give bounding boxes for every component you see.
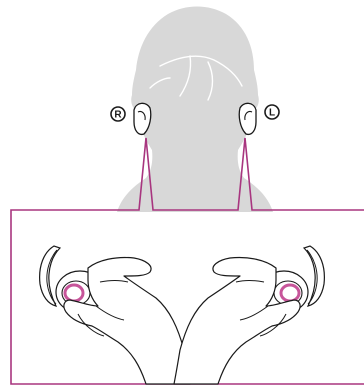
hand-inserting-earbud-left [174,246,324,384]
left-side-badge: L [265,105,279,119]
badge-letter: R [114,110,122,121]
right-side-badge: R [111,107,125,121]
badge-letter: L [269,108,275,119]
hand-inserting-earbud-right [40,246,190,384]
